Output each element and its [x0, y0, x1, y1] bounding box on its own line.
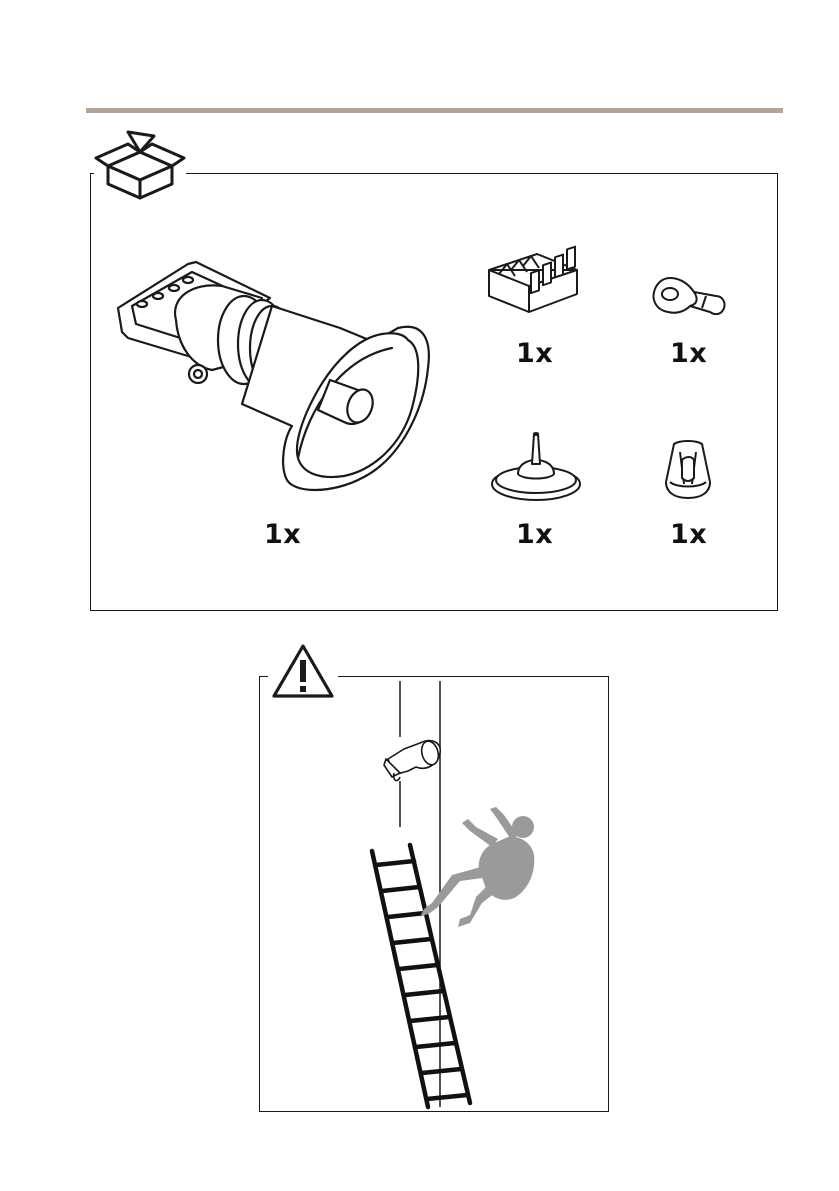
cable-gasket-quantity: 1x: [516, 521, 553, 548]
falling-person-icon: [420, 807, 534, 927]
ring-terminal-quantity: 1x: [670, 340, 707, 367]
cable-gasket-illustration: [488, 430, 584, 502]
terminal-block-connector-quantity: 1x: [516, 340, 553, 367]
open-box-icon: [94, 128, 186, 202]
header-divider: [86, 108, 783, 113]
cable-grip-illustration: [662, 438, 714, 502]
mounted-speaker-icon: [384, 739, 441, 780]
fall-hazard-illustration: [260, 677, 608, 1111]
horn-speaker-quantity: 1x: [264, 521, 301, 548]
cable-grip-quantity: 1x: [670, 521, 707, 548]
terminal-block-connector-illustration: [485, 250, 581, 316]
ring-terminal-illustration: [650, 274, 728, 318]
horn-speaker-illustration: [112, 258, 438, 498]
